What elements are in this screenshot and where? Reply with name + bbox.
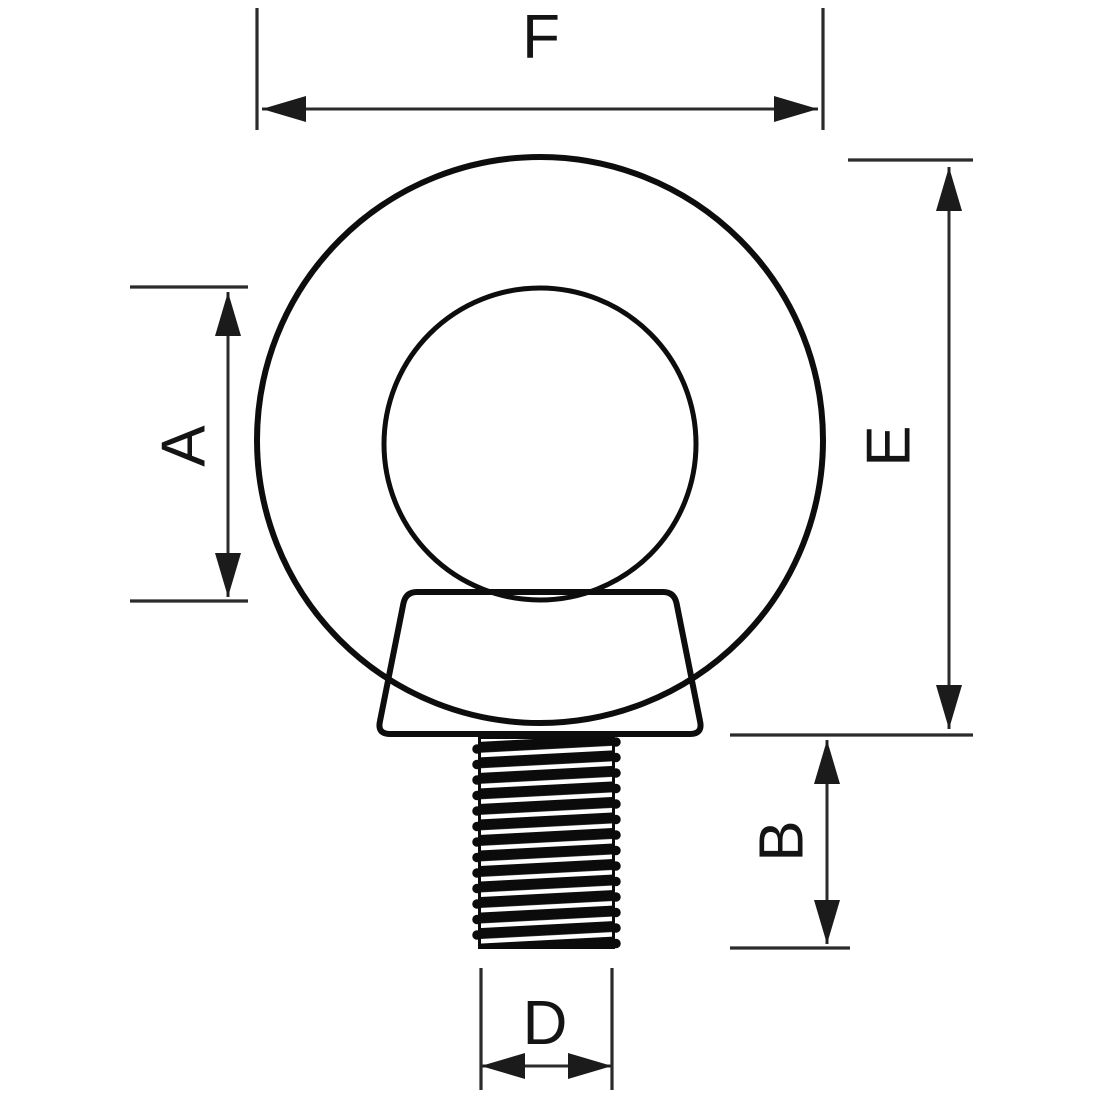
dim-b-arrow-top xyxy=(814,740,840,784)
ring-outer-circle xyxy=(254,154,826,726)
dim-f-arrow-right xyxy=(774,96,818,122)
dim-e-arrow-bottom xyxy=(936,685,962,729)
collar xyxy=(376,589,704,737)
dimension-F: F xyxy=(255,3,825,130)
dim-d-arrow-right xyxy=(568,1053,612,1079)
dim-label-a: A xyxy=(150,425,219,467)
threaded-shank xyxy=(472,734,621,949)
dim-b-arrow-bottom xyxy=(814,900,840,944)
dimension-E: E xyxy=(730,158,973,737)
dim-a-arrow-bottom xyxy=(215,553,241,597)
eye-bolt-part xyxy=(254,154,826,949)
dimension-A: A xyxy=(130,285,248,603)
dimension-D: D xyxy=(479,968,614,1090)
dim-e-arrow-top xyxy=(936,167,962,211)
thread-stripes xyxy=(481,739,612,945)
dim-label-b: B xyxy=(748,820,817,861)
dim-label-f: F xyxy=(522,3,560,72)
eye-hole xyxy=(381,285,699,603)
dim-d-arrow-left xyxy=(481,1053,525,1079)
dim-a-arrow-top xyxy=(215,292,241,336)
dim-label-d: D xyxy=(523,989,568,1058)
dimension-B: B xyxy=(730,740,850,950)
dim-f-arrow-left xyxy=(262,96,306,122)
dim-label-e: E xyxy=(855,425,924,466)
